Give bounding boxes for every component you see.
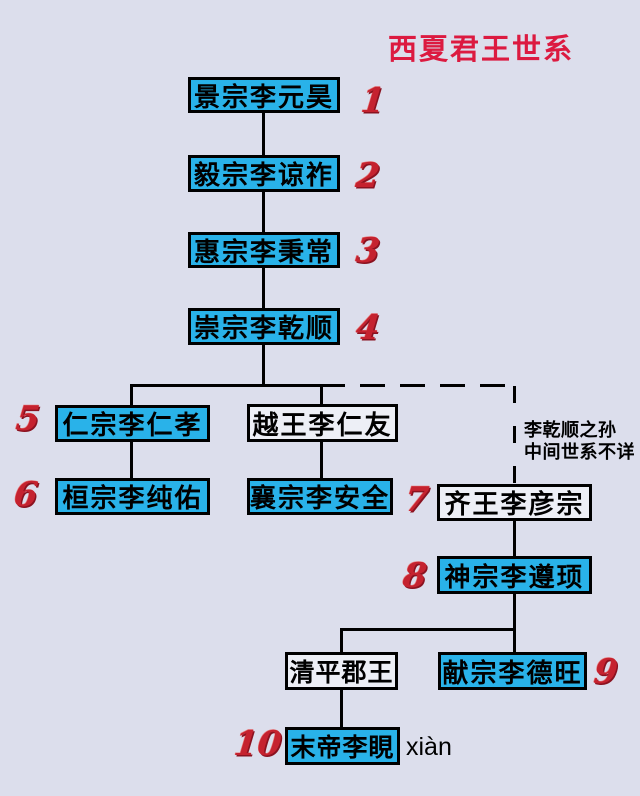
sequence-number-6: 6: [11, 475, 40, 515]
sequence-number-5: 5: [13, 399, 42, 439]
node-xiangzong-li-anquan: 襄宗李安全: [247, 478, 393, 515]
sequence-number-4: 4: [353, 308, 382, 348]
sequence-number-1: 1: [358, 81, 387, 121]
node-modi-li-xian: 末帝李睍: [285, 727, 400, 765]
sequence-number-10: 10: [231, 724, 284, 764]
connector-line: [262, 190, 265, 234]
node-qiwang-li-yanzong: 齐王李彦宗: [437, 484, 592, 521]
connector-line: [340, 628, 343, 654]
connector-line: [130, 440, 133, 480]
node-chongzong-li-qianshun: 崇宗李乾顺: [188, 308, 340, 345]
node-huanzong-li-chunyou: 桓宗李纯佑: [55, 478, 210, 515]
sequence-number-8: 8: [400, 556, 429, 596]
node-qingping-junwang: 清平郡王: [285, 652, 398, 690]
dashed-connector-horizontal: [345, 384, 516, 387]
node-jingzong-li-yuanhao: 景宗李元昊: [188, 77, 340, 113]
connector-line: [262, 266, 265, 310]
page-title: 西夏君王世系: [388, 34, 575, 66]
connector-line: [262, 343, 265, 386]
dashed-connector-vertical: [513, 386, 516, 484]
connector-line: [320, 384, 323, 406]
pinyin-label: xiàn: [406, 733, 452, 761]
node-yuewang-li-renyou: 越王李仁友: [247, 404, 398, 442]
node-xianzong-li-dewang: 献宗李德旺: [438, 652, 587, 690]
node-shenzong-li-zunxu: 神宗李遵顼: [437, 556, 592, 594]
connector-line: [262, 111, 265, 157]
sequence-number-9: 9: [591, 652, 620, 692]
node-huizong-li-bingchang: 惠宗李秉常: [188, 232, 340, 268]
lineage-annotation-line2: 中间世系不详: [524, 442, 635, 462]
node-yizong-li-liangzuo: 毅宗李谅祚: [188, 155, 340, 192]
lineage-annotation: 李乾顺之孙 中间世系不详: [524, 419, 640, 463]
connector-line: [320, 440, 323, 480]
connector-line: [130, 384, 133, 407]
sequence-number-3: 3: [353, 231, 382, 271]
connector-line: [340, 628, 516, 631]
connector-line: [340, 688, 343, 729]
sequence-number-7: 7: [402, 480, 431, 520]
lineage-annotation-line1: 李乾顺之孙: [524, 420, 617, 440]
connector-line: [513, 519, 516, 558]
connector-line: [513, 592, 516, 654]
connector-line: [131, 384, 345, 387]
node-renzong-li-renxiao: 仁宗李仁孝: [55, 405, 210, 442]
sequence-number-2: 2: [353, 156, 382, 196]
